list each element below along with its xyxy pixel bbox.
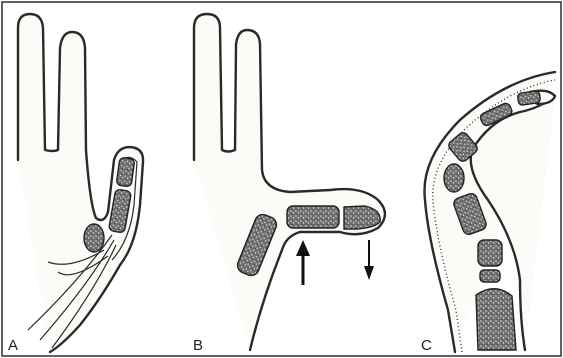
panel-b-proximal-phalanx-bone xyxy=(287,206,339,228)
panel-c-label: C xyxy=(421,337,432,354)
panel-a: A xyxy=(8,14,143,354)
panel-b: B xyxy=(193,14,385,354)
panel-b-down-arrow xyxy=(364,240,374,280)
panel-b-distal-phalanx-bone xyxy=(344,206,380,229)
panel-a-thumb-distal-bone xyxy=(116,157,135,187)
panel-c: C xyxy=(421,72,555,354)
panel-b-hand-outline xyxy=(194,14,385,350)
panel-b-label: B xyxy=(193,337,203,354)
panel-b-up-arrow xyxy=(296,240,310,285)
panel-a-metacarpal-bone xyxy=(84,224,104,252)
panel-a-label: A xyxy=(8,337,18,354)
